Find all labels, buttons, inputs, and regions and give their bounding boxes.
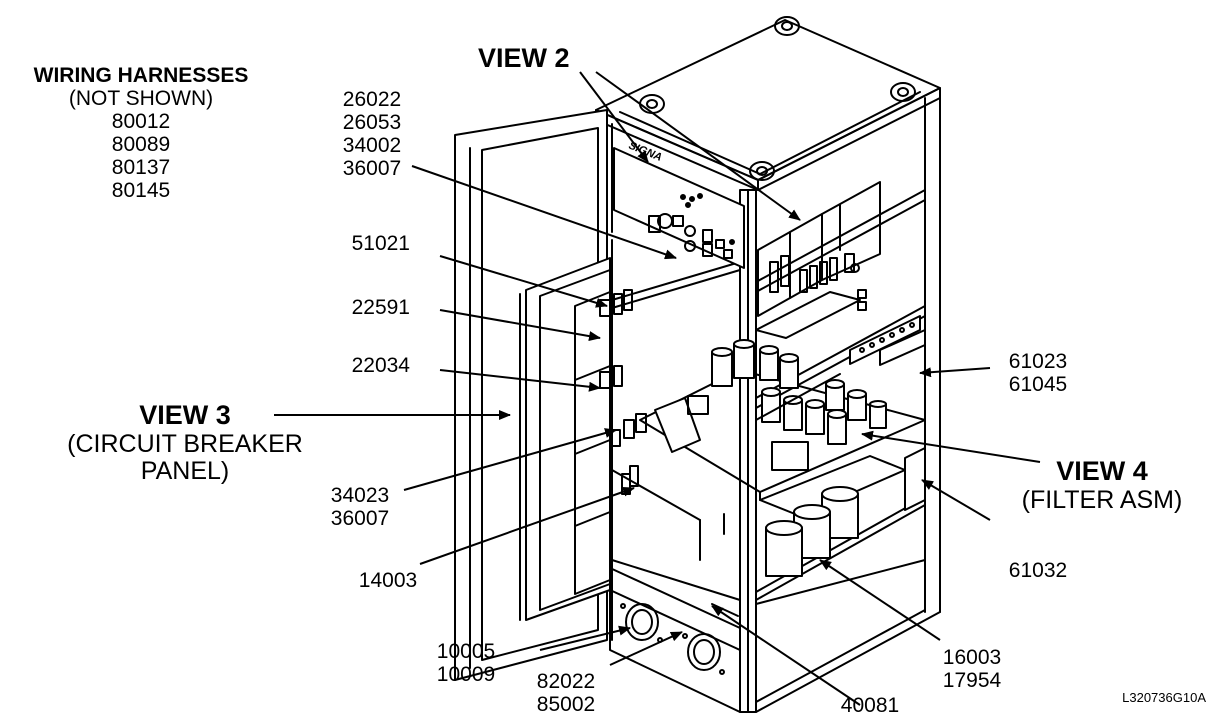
control-panel xyxy=(613,147,745,269)
cabinet-top xyxy=(595,19,941,191)
part-number: 36007 xyxy=(342,157,402,180)
callout-40081: 40081 xyxy=(828,694,912,717)
leader-lines xyxy=(274,71,1041,706)
leader-61023 xyxy=(919,367,991,378)
harness-title: WIRING HARNESSES xyxy=(33,64,249,87)
callout-61032: 61032 xyxy=(996,559,1080,582)
filter-shelf xyxy=(639,369,926,501)
callout-top-group: 26022 26053 34002 36007 xyxy=(330,88,414,180)
callout-34023: 34023 36007 xyxy=(318,484,402,530)
drawing-code: L320736G10A xyxy=(1122,690,1206,705)
callout-22034: 22034 xyxy=(330,354,410,377)
leader-view2-a xyxy=(579,71,649,163)
part-number: 51021 xyxy=(351,232,410,255)
callout-51021: 51021 xyxy=(330,232,410,255)
harness-part: 80012 xyxy=(111,110,171,133)
part-number: 34002 xyxy=(342,134,402,157)
leader-61032 xyxy=(921,479,991,521)
view3-line2: PANEL) xyxy=(140,457,230,485)
wiring-harness-block: WIRING HARNESSES (NOT SHOWN) 80012 80089… xyxy=(10,64,272,202)
view4-label: VIEW 4 (FILTER ASM) xyxy=(996,456,1208,514)
callout-82022: 82022 85002 xyxy=(524,670,608,716)
exhaust-fan xyxy=(620,603,725,675)
leader-22034 xyxy=(439,369,601,392)
part-number: 16003 xyxy=(942,646,1002,669)
part-number: 22591 xyxy=(351,296,410,319)
callout-16003: 16003 17954 xyxy=(930,646,1014,692)
callout-10005: 10005 10009 xyxy=(424,640,508,686)
leader-51021 xyxy=(439,255,608,308)
view4-title: VIEW 4 xyxy=(1056,456,1148,486)
callout-14003: 14003 xyxy=(346,569,430,592)
part-number: 36007 xyxy=(330,507,390,530)
view4-line1: (FILTER ASM) xyxy=(1021,486,1183,514)
view3-title: VIEW 3 xyxy=(139,400,231,430)
harness-part: 80089 xyxy=(111,133,171,156)
leader-34023 xyxy=(403,428,617,491)
callout-61023: 61023 61045 xyxy=(996,350,1080,396)
callout-22591: 22591 xyxy=(330,296,410,319)
part-number: 61023 xyxy=(1008,350,1068,373)
part-number: 10005 xyxy=(436,640,496,663)
part-number: 26022 xyxy=(342,88,402,111)
leader-16003 xyxy=(819,559,941,641)
harness-subtitle: (NOT SHOWN) xyxy=(68,87,214,110)
leader-22591 xyxy=(439,309,601,342)
part-number: 40081 xyxy=(840,694,900,717)
breaker-panel xyxy=(525,257,647,621)
terminal-strip xyxy=(755,291,921,365)
leader-10005 xyxy=(539,625,631,651)
side-brackets xyxy=(755,329,926,421)
view3-line1: (CIRCUIT BREAKER xyxy=(67,430,303,458)
part-number: 10009 xyxy=(436,663,496,686)
leader-40081 xyxy=(711,605,861,706)
leader-82022 xyxy=(609,631,683,666)
part-number: 17954 xyxy=(942,669,1002,692)
leader-view2-b xyxy=(595,71,801,221)
part-number: 22034 xyxy=(351,354,410,377)
part-number: 14003 xyxy=(358,569,418,592)
part-number: 26053 xyxy=(342,111,402,134)
leader-top-group xyxy=(411,165,677,260)
capacitors xyxy=(711,339,887,445)
leader-view4 xyxy=(861,430,1041,463)
part-number: 61045 xyxy=(1008,373,1068,396)
view2-label: VIEW 2 xyxy=(478,43,570,73)
part-number: 61032 xyxy=(1008,559,1068,582)
part-number: 82022 xyxy=(536,670,596,693)
filter-bracket xyxy=(759,447,926,517)
part-number: 85002 xyxy=(536,693,596,716)
harness-part: 80137 xyxy=(111,156,171,179)
part-number: 34023 xyxy=(330,484,390,507)
leader-14003 xyxy=(419,486,635,565)
view3-label: VIEW 3 (CIRCUIT BREAKER PANEL) xyxy=(40,400,330,485)
large-capacitors xyxy=(723,486,859,577)
harness-part: 80145 xyxy=(111,179,171,202)
control-boards xyxy=(757,181,881,317)
